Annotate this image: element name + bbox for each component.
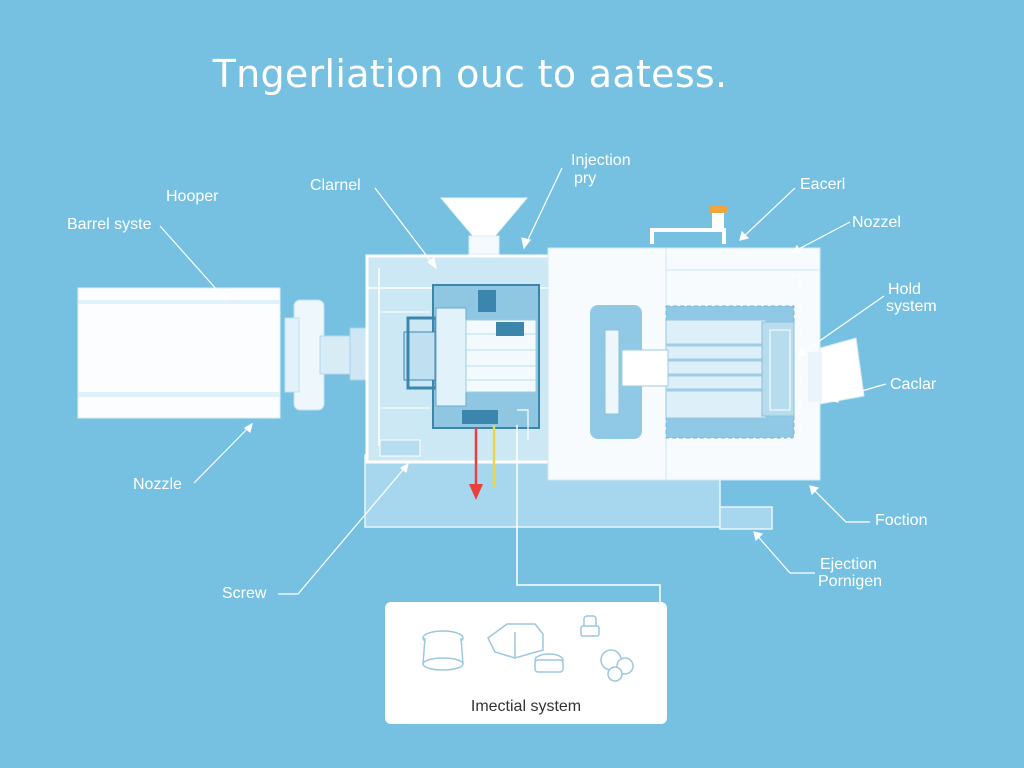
machine-base-foot <box>719 506 773 530</box>
eacerl-cap <box>709 206 727 213</box>
label-ejection: Ejection <box>820 556 877 573</box>
label-injection: Injection <box>571 152 631 169</box>
page-title: Tngerliation ouc to aatess. <box>212 52 728 96</box>
right-nozzle <box>819 337 865 405</box>
connector-line <box>516 425 661 604</box>
barrel-block <box>77 287 281 419</box>
label-ejection-2: Pornigen <box>818 573 883 590</box>
label-barrel-system: Barrel syste <box>67 216 152 233</box>
label-injection-2: pry <box>574 170 597 187</box>
legend-label: Imectial system <box>470 698 582 715</box>
label-caclar: Caclar <box>890 376 937 393</box>
label-eacerl: Eacerl <box>800 176 846 193</box>
label-foction: Foction <box>875 512 928 529</box>
label-nozzel: Nozzel <box>852 214 901 231</box>
label-hold-2: system <box>886 298 937 315</box>
label-hooper: Hooper <box>166 188 219 205</box>
label-screw: Screw <box>222 585 267 602</box>
label-hold: Hold <box>888 281 921 298</box>
hopper <box>439 197 529 237</box>
legend-parts <box>422 615 634 682</box>
legend-box: Imectial system <box>385 602 667 724</box>
label-clarnel: Clarnel <box>310 177 361 194</box>
label-nozzle: Nozzle <box>133 476 182 493</box>
